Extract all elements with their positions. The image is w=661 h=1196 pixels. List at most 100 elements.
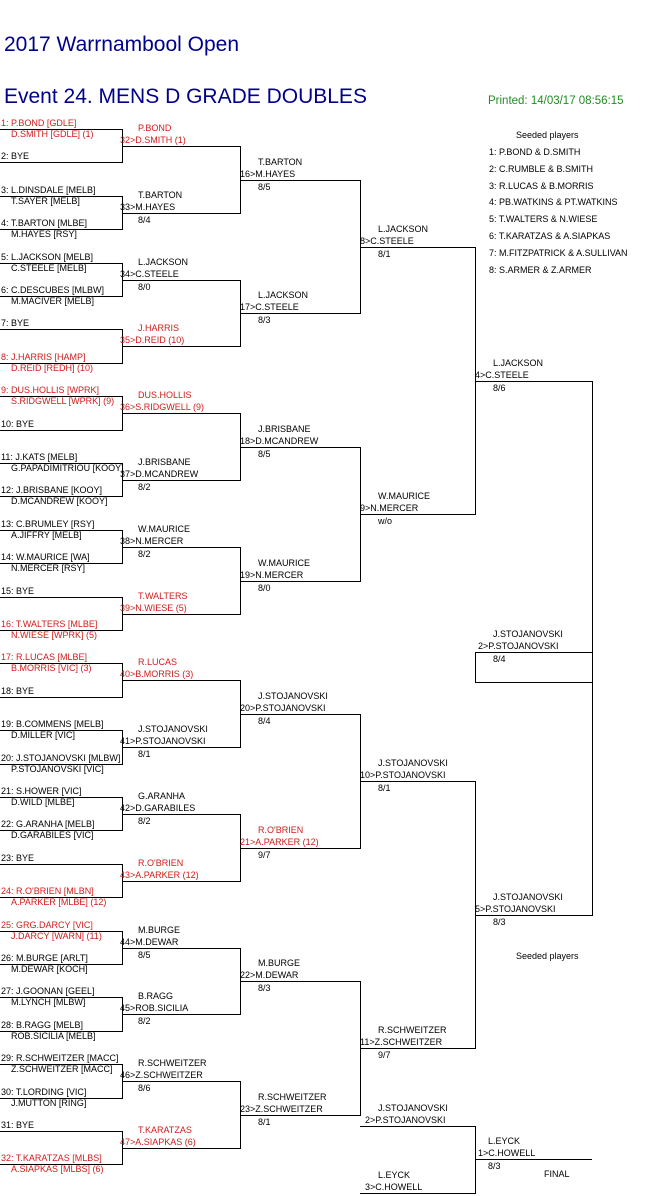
bracket-line <box>0 697 122 698</box>
entry-line-2: C.STEELE [MELB] <box>11 263 87 273</box>
bracket-line <box>0 1131 122 1132</box>
bracket-line <box>0 129 122 130</box>
round5-score: 8/3 <box>493 917 506 927</box>
bracket-line <box>122 948 240 949</box>
entry-line-1: 15: BYE <box>1 586 35 596</box>
entry-line-2: T.SAYER [MELB] <box>11 196 80 206</box>
round2-player-1: G.ARANHA <box>138 791 186 801</box>
round2-player-1: T.KARATZAS <box>138 1125 192 1135</box>
bracket-line <box>0 296 122 297</box>
entry-line-2: D.MILLER [VIC] <box>11 730 76 740</box>
entry-line-2: D.MCANDREW [KOOY] <box>11 496 108 506</box>
bracket-line <box>0 496 122 497</box>
bracket-line <box>475 1159 592 1160</box>
round4-score: 8/1 <box>378 249 391 259</box>
round3-player-1: R.O'BRIEN <box>258 825 304 835</box>
round2-player-2: 46>Z.SCHWEITZER <box>120 1070 203 1080</box>
round2-score: 8/4 <box>138 215 151 225</box>
round2-player-2: 38>N.MERCER <box>120 536 184 546</box>
round4-score: w/o <box>378 516 393 526</box>
round4-player-1: R.SCHWEITZER <box>378 1025 447 1035</box>
round2-player-2: 41>P.STOJANOVSKI <box>120 736 206 746</box>
round3-player-2: 21>A.PARKER (12) <box>240 837 319 847</box>
bracket-line <box>0 196 122 197</box>
playoff-a-player-1: J.STOJANOVSKI <box>378 1103 448 1113</box>
entry-line-2: A.PARKER [MLBE] (12) <box>11 897 107 907</box>
entry-line-1: 28: B.RAGG [MELB] <box>1 1020 84 1030</box>
bracket-line <box>122 1081 240 1082</box>
round2-player-1: R.O'BRIEN <box>138 858 184 868</box>
playoff-b-player-2: 3>C.HOWELL <box>365 1182 423 1192</box>
bracket-line <box>0 1064 122 1065</box>
entry-line-1: 5: L.JACKSON [MELB] <box>1 252 94 262</box>
entry-line-2: M.HAYES [RSY] <box>11 229 77 239</box>
bracket-line <box>360 781 475 782</box>
bracket-line <box>122 814 240 815</box>
entry-line-2: M.MACIVER [MELB] <box>11 296 95 306</box>
round3-player-2: 17>C.STEELE <box>240 302 299 312</box>
entry-line-2: A.SIAPKAS [MLBS] (6) <box>11 1164 104 1174</box>
entry-line-1: 13: C.BRUMLEY [RSY] <box>1 519 95 529</box>
seeded-item: 8: S.ARMER & Z.ARMER <box>489 264 592 275</box>
bracket-line <box>122 413 240 414</box>
round5-player-2: 4>C.STEELE <box>475 370 529 380</box>
round3-player-1: W.MAURICE <box>258 558 311 568</box>
entry-line-2: G.PAPADIMITRIOU [KOOY] <box>11 463 124 473</box>
round3-player-1: T.BARTON <box>258 157 303 167</box>
round3-player-2: 23>Z.SCHWEITZER <box>240 1104 323 1114</box>
round3-player-2: 22>M.DEWAR <box>240 970 299 980</box>
entry-line-2: J.DARCY [WARN] (11) <box>11 931 102 941</box>
round2-player-2: 40>B.MORRIS (3) <box>120 669 194 679</box>
round2-player-2: 47>A.SIAPKAS (6) <box>120 1137 196 1147</box>
entry-line-1: 30: T.LORDING [VIC] <box>1 1087 87 1097</box>
round6-score: 8/4 <box>493 654 506 664</box>
round2-player-1: J.STOJANOVSKI <box>138 724 208 734</box>
bracket-line <box>0 797 122 798</box>
bracket-line <box>240 981 360 982</box>
final-score: 8/3 <box>488 1161 501 1171</box>
bracket-line <box>0 931 122 932</box>
round2-player-1: W.MAURICE <box>138 524 191 534</box>
round2-player-2: 34>C.STEELE <box>120 269 179 279</box>
bracket-line <box>0 563 122 564</box>
entry-line-1: 31: BYE <box>1 1120 35 1130</box>
bracket-line <box>0 663 122 664</box>
bracket-line <box>0 1098 122 1099</box>
round2-player-1: R.LUCAS <box>138 657 178 667</box>
round4-player-2: 10>P.STOJANOVSKI <box>360 770 446 780</box>
seeded-item: 5: T.WALTERS & N.WIESE <box>489 214 598 225</box>
bracket-line <box>0 897 122 898</box>
round3-player-1: J.STOJANOVSKI <box>258 691 328 701</box>
entry-line-2: M.DEWAR [KOCH] <box>11 964 88 974</box>
bracket-line <box>360 1126 475 1127</box>
round2-score: 8/2 <box>138 482 151 492</box>
entry-line-1: 20: J.STOJANOVSKI [MLBW] <box>1 753 121 763</box>
entry-line-1: 19: B.COMMENS [MELB] <box>1 719 104 729</box>
round2-score: 8/2 <box>138 1016 151 1026</box>
entry-line-2: D.GARABILES [VIC] <box>11 830 94 840</box>
round3-score: 8/1 <box>258 1117 271 1127</box>
bracket-line <box>240 581 360 582</box>
bracket-line <box>122 680 240 681</box>
round6-player-1: J.STOJANOVSKI <box>493 629 563 639</box>
entry-line-2: Z.SCHWEITZER [MACC] <box>11 1064 113 1074</box>
round3-score: 8/4 <box>258 716 271 726</box>
seeded-item: 3: R.LUCAS & B.MORRIS <box>489 180 594 191</box>
entry-line-2: M.LYNCH [MLBW] <box>11 997 86 1007</box>
round2-player-2: 35>D.REID (10) <box>120 335 185 345</box>
round4-score: 9/7 <box>378 1050 391 1060</box>
entry-line-2: N.WIESE [WPRK] (5) <box>11 630 98 640</box>
round2-score: 8/2 <box>138 549 151 559</box>
bracket-line <box>360 247 475 248</box>
round2-player-1: P.BOND <box>138 123 172 133</box>
entry-line-1: 21: S.HOWER [VIC] <box>1 786 82 796</box>
entry-line-1: 18: BYE <box>1 686 35 696</box>
round2-player-2: 37>D.MCANDREW <box>120 469 199 479</box>
page-title: 2017 Warrnambool Open <box>4 33 240 56</box>
round3-player-1: L.JACKSON <box>258 290 309 300</box>
entry-line-1: 24: R.O'BRIEN [MLBN] <box>1 886 94 896</box>
final-player-1: L.EYCK <box>488 1136 521 1146</box>
event-title: Event 24. MENS D GRADE DOUBLES <box>4 85 367 108</box>
seeded-item: 1: P.BOND & D.SMITH <box>489 147 581 157</box>
round4-score: 8/1 <box>378 783 391 793</box>
